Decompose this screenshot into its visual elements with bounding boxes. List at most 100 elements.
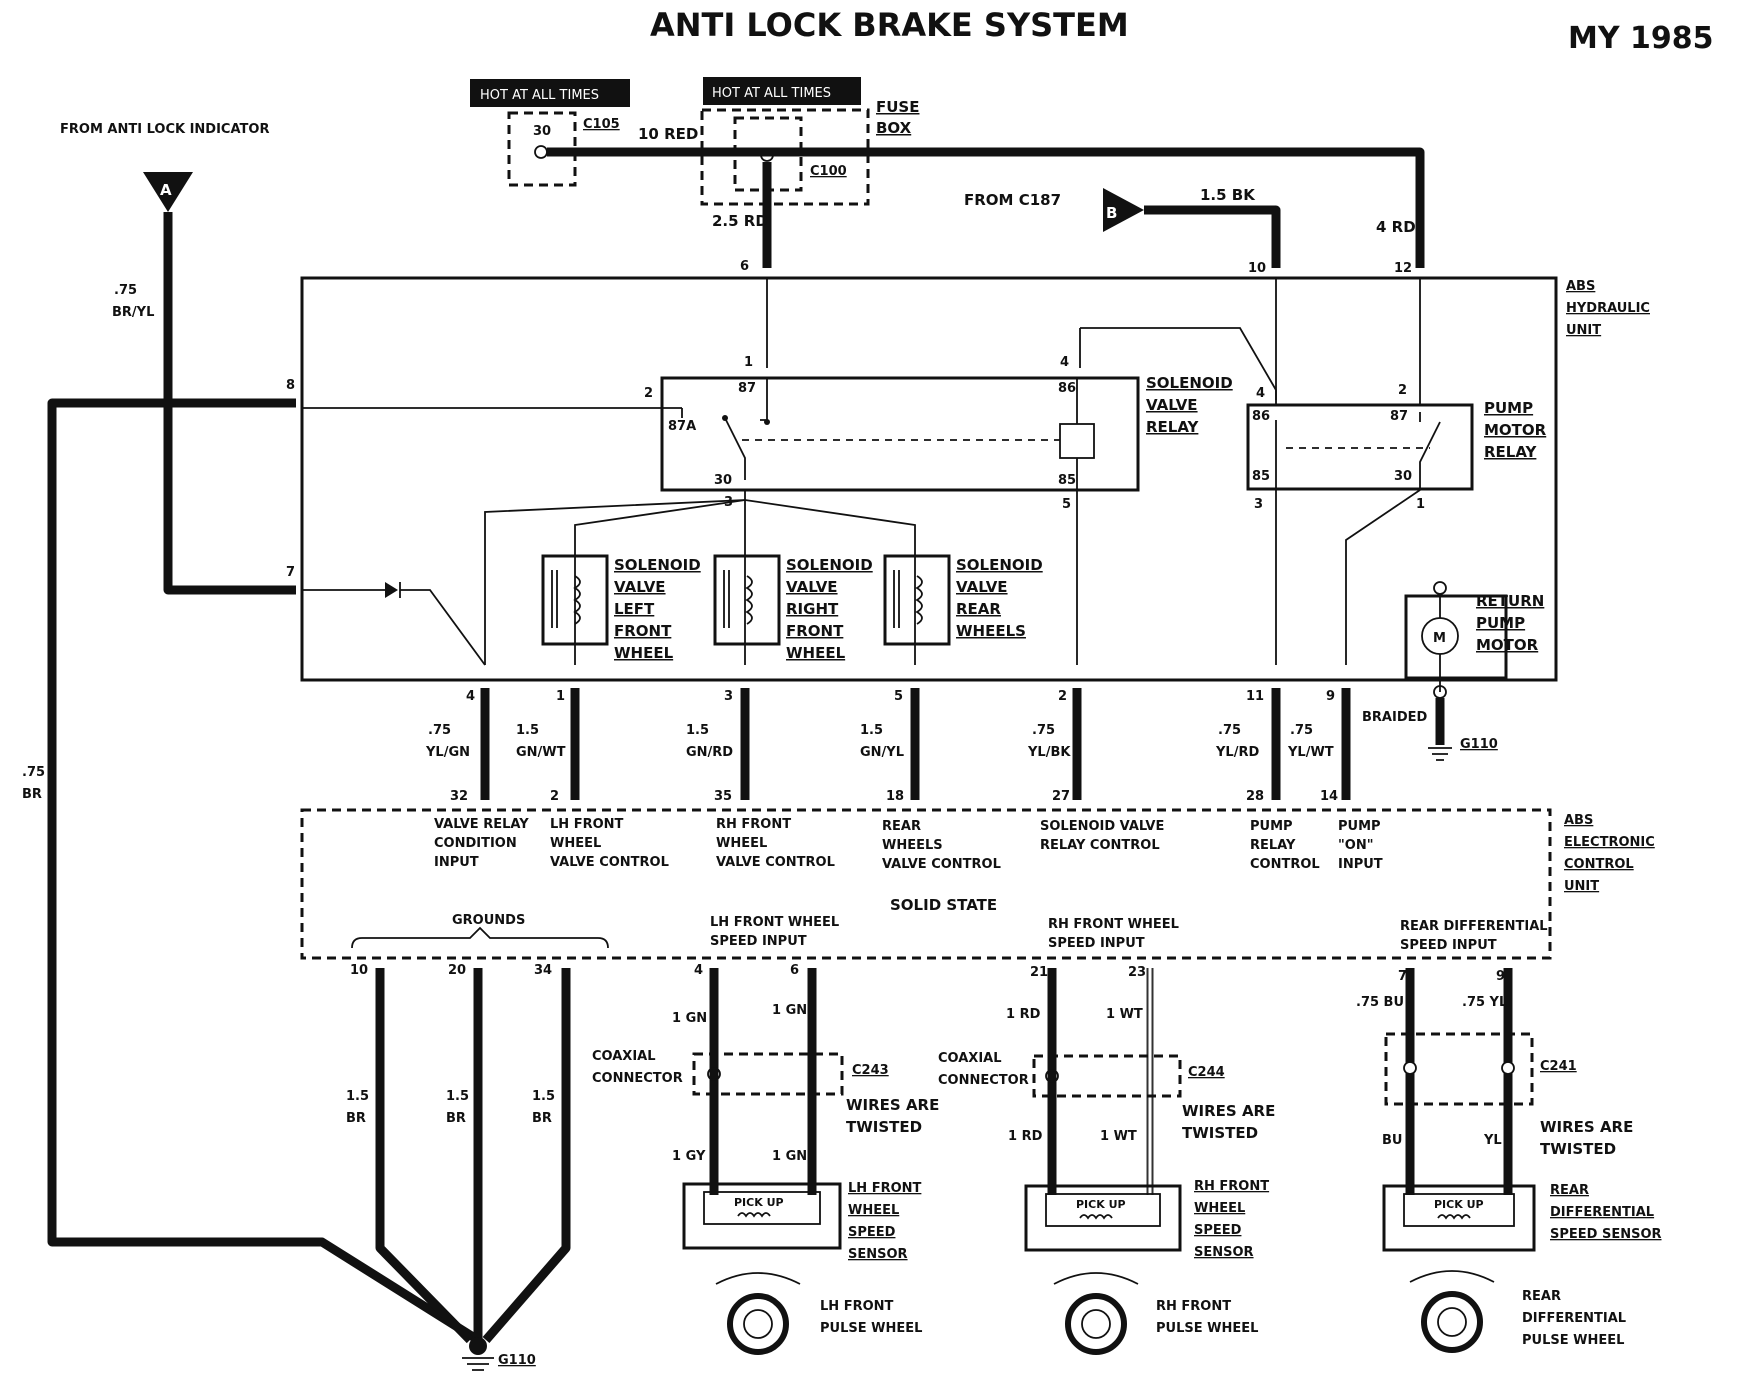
- svg-text:WIRES ARE: WIRES ARE: [1182, 1102, 1275, 1120]
- g110-upper: G110: [1460, 737, 1498, 752]
- pin-12: 12: [1394, 261, 1412, 276]
- gw-label-2a: 1.5: [446, 1089, 469, 1104]
- motor-label-2: PUMP: [1476, 614, 1525, 632]
- hot-label-1: HOT AT ALL TIMES: [470, 79, 630, 107]
- svg-text:WHEEL: WHEEL: [716, 836, 767, 851]
- wire-75-br-yl-label-1: .75: [114, 283, 137, 298]
- ecu-function-svr-control: SOLENOID VALVE RELAY CONTROL: [1040, 819, 1164, 853]
- fuse-box: [700, 108, 870, 206]
- pin-7-diode-line: [302, 589, 486, 666]
- svg-text:VALVE RELAY: VALVE RELAY: [434, 817, 529, 832]
- svg-text:HOT AT ALL TIMES: HOT AT ALL TIMES: [480, 88, 599, 103]
- svg-text:LEFT: LEFT: [614, 600, 655, 618]
- valve-label-rf: SOLENOID VALVE RIGHT FRONT WHEEL: [786, 556, 873, 662]
- svg-text:SOLENOID: SOLENOID: [614, 556, 701, 574]
- speed-input-lh: LH FRONT WHEEL SPEED INPUT: [710, 915, 839, 949]
- svg-text:1 WT: 1 WT: [1106, 1007, 1143, 1022]
- gw-label-3b: BR: [532, 1111, 552, 1126]
- svg-text:1 RD: 1 RD: [1008, 1129, 1043, 1144]
- svg-text:27: 27: [1052, 789, 1070, 804]
- pin-10: 10: [1248, 261, 1266, 276]
- svg-text:1.5: 1.5: [860, 723, 883, 738]
- from-c187-label: FROM C187: [964, 191, 1061, 209]
- relay-pin-87a: 87A: [668, 419, 696, 434]
- svr-feed: [760, 278, 768, 421]
- pmr-label-2: MOTOR: [1484, 421, 1547, 439]
- solenoid-valve-relay: [660, 376, 1140, 492]
- c100-label: C100: [810, 164, 847, 179]
- ecu-label-2: ELECTRONIC: [1564, 835, 1655, 850]
- ground-wire-10: [375, 968, 474, 1344]
- lh-sensor-circuit: 1 GN 1 GN 1 GY 1 GN COAXIAL CONNECTOR C2…: [592, 968, 939, 1355]
- svg-text:.75 BU: .75 BU: [1356, 995, 1404, 1010]
- svg-text:VALVE CONTROL: VALVE CONTROL: [550, 855, 669, 870]
- svg-text:COAXIAL: COAXIAL: [938, 1051, 1002, 1066]
- harness-wires: [480, 688, 1351, 800]
- connector-b: [1103, 188, 1144, 232]
- svg-text:YL/GN: YL/GN: [425, 745, 470, 760]
- svg-text:SENSOR: SENSOR: [1194, 1245, 1254, 1260]
- svg-text:LH FRONT: LH FRONT: [820, 1299, 894, 1314]
- svg-text:1 GN: 1 GN: [672, 1011, 707, 1026]
- svg-text:3: 3: [724, 689, 733, 704]
- wire-10-red-label: 10 RED: [638, 125, 698, 143]
- svg-text:YL/BK: YL/BK: [1027, 745, 1071, 760]
- svg-text:REAR: REAR: [956, 600, 1001, 618]
- svg-text:1 GN: 1 GN: [772, 1003, 807, 1018]
- svg-text:VALVE: VALVE: [786, 578, 838, 596]
- svg-text:LH FRONT: LH FRONT: [550, 817, 624, 832]
- fuse-box-label-1: FUSE: [876, 98, 919, 116]
- harness-wire-2: 2 .75 YL/BK 27: [1027, 689, 1071, 804]
- harness-wire-11: 11 .75 YL/RD 28: [1215, 689, 1264, 804]
- svg-text:PULSE WHEEL: PULSE WHEEL: [820, 1321, 922, 1336]
- hydraulic-label-3: UNIT: [1566, 323, 1601, 338]
- gw-label-1b: BR: [346, 1111, 366, 1126]
- relay-pin-87: 87: [738, 381, 756, 396]
- svg-text:LH FRONT WHEEL: LH FRONT WHEEL: [710, 915, 839, 930]
- svg-text:VALVE: VALVE: [614, 578, 666, 596]
- fuse-box-label-2: BOX: [876, 119, 912, 137]
- svg-text:PICK UP: PICK UP: [734, 1196, 784, 1209]
- svg-text:VALVE CONTROL: VALVE CONTROL: [716, 855, 835, 870]
- svg-text:14: 14: [1320, 789, 1338, 804]
- svg-text:COAXIAL: COAXIAL: [592, 1049, 656, 1064]
- abs-control-unit: [300, 808, 1552, 960]
- svg-text:RH FRONT: RH FRONT: [1156, 1299, 1231, 1314]
- svg-text:.75: .75: [428, 723, 451, 738]
- svg-text:1.5: 1.5: [516, 723, 539, 738]
- svg-text:2: 2: [550, 789, 559, 804]
- pump-motor-relay: [1246, 403, 1474, 491]
- wire-75-br-label-2: BR: [22, 787, 42, 802]
- svg-text:WHEEL: WHEEL: [614, 644, 674, 662]
- svg-text:CONTROL: CONTROL: [1250, 857, 1320, 872]
- svg-text:SOLENOID: SOLENOID: [956, 556, 1043, 574]
- hydraulic-label-1: ABS: [1566, 279, 1595, 294]
- svg-text:PULSE WHEEL: PULSE WHEEL: [1522, 1333, 1624, 1348]
- ecu-pin-23: 23: [1128, 965, 1146, 980]
- ground-wire-34: [482, 968, 571, 1343]
- svg-text:CONDITION: CONDITION: [434, 836, 517, 851]
- svg-text:TWISTED: TWISTED: [846, 1118, 922, 1136]
- svg-text:DIFFERENTIAL: DIFFERENTIAL: [1550, 1205, 1654, 1220]
- ecu-pin-6: 6: [790, 963, 799, 978]
- svg-text:RH FRONT WHEEL: RH FRONT WHEEL: [1048, 917, 1179, 932]
- svg-text:REAR DIFFERENTIAL: REAR DIFFERENTIAL: [1400, 919, 1548, 934]
- svg-text:REAR: REAR: [882, 819, 921, 834]
- relay-pin-2: 2: [644, 386, 653, 401]
- ecu-pin-9: 9: [1496, 969, 1505, 984]
- ecu-label-3: CONTROL: [1564, 857, 1634, 872]
- pmr-pin-85: 85: [1252, 469, 1270, 484]
- g110-lower: G110: [498, 1353, 536, 1368]
- svg-text:YL/RD: YL/RD: [1215, 745, 1259, 760]
- diagram-title: ANTI LOCK BRAKE SYSTEM: [650, 6, 1129, 44]
- harness-wire-5: 5 1.5 GN/YL 18: [860, 689, 904, 804]
- svg-text:RIGHT: RIGHT: [786, 600, 839, 618]
- svg-text:18: 18: [886, 789, 904, 804]
- svr-label-2: VALVE: [1146, 396, 1198, 414]
- int-line-5: [744, 499, 916, 665]
- g110-ground-icon: [469, 1337, 487, 1355]
- relay-pin-86: 86: [1058, 381, 1076, 396]
- pmr-pin-4: 4: [1256, 386, 1265, 401]
- hydraulic-label-2: HYDRAULIC: [1566, 301, 1650, 316]
